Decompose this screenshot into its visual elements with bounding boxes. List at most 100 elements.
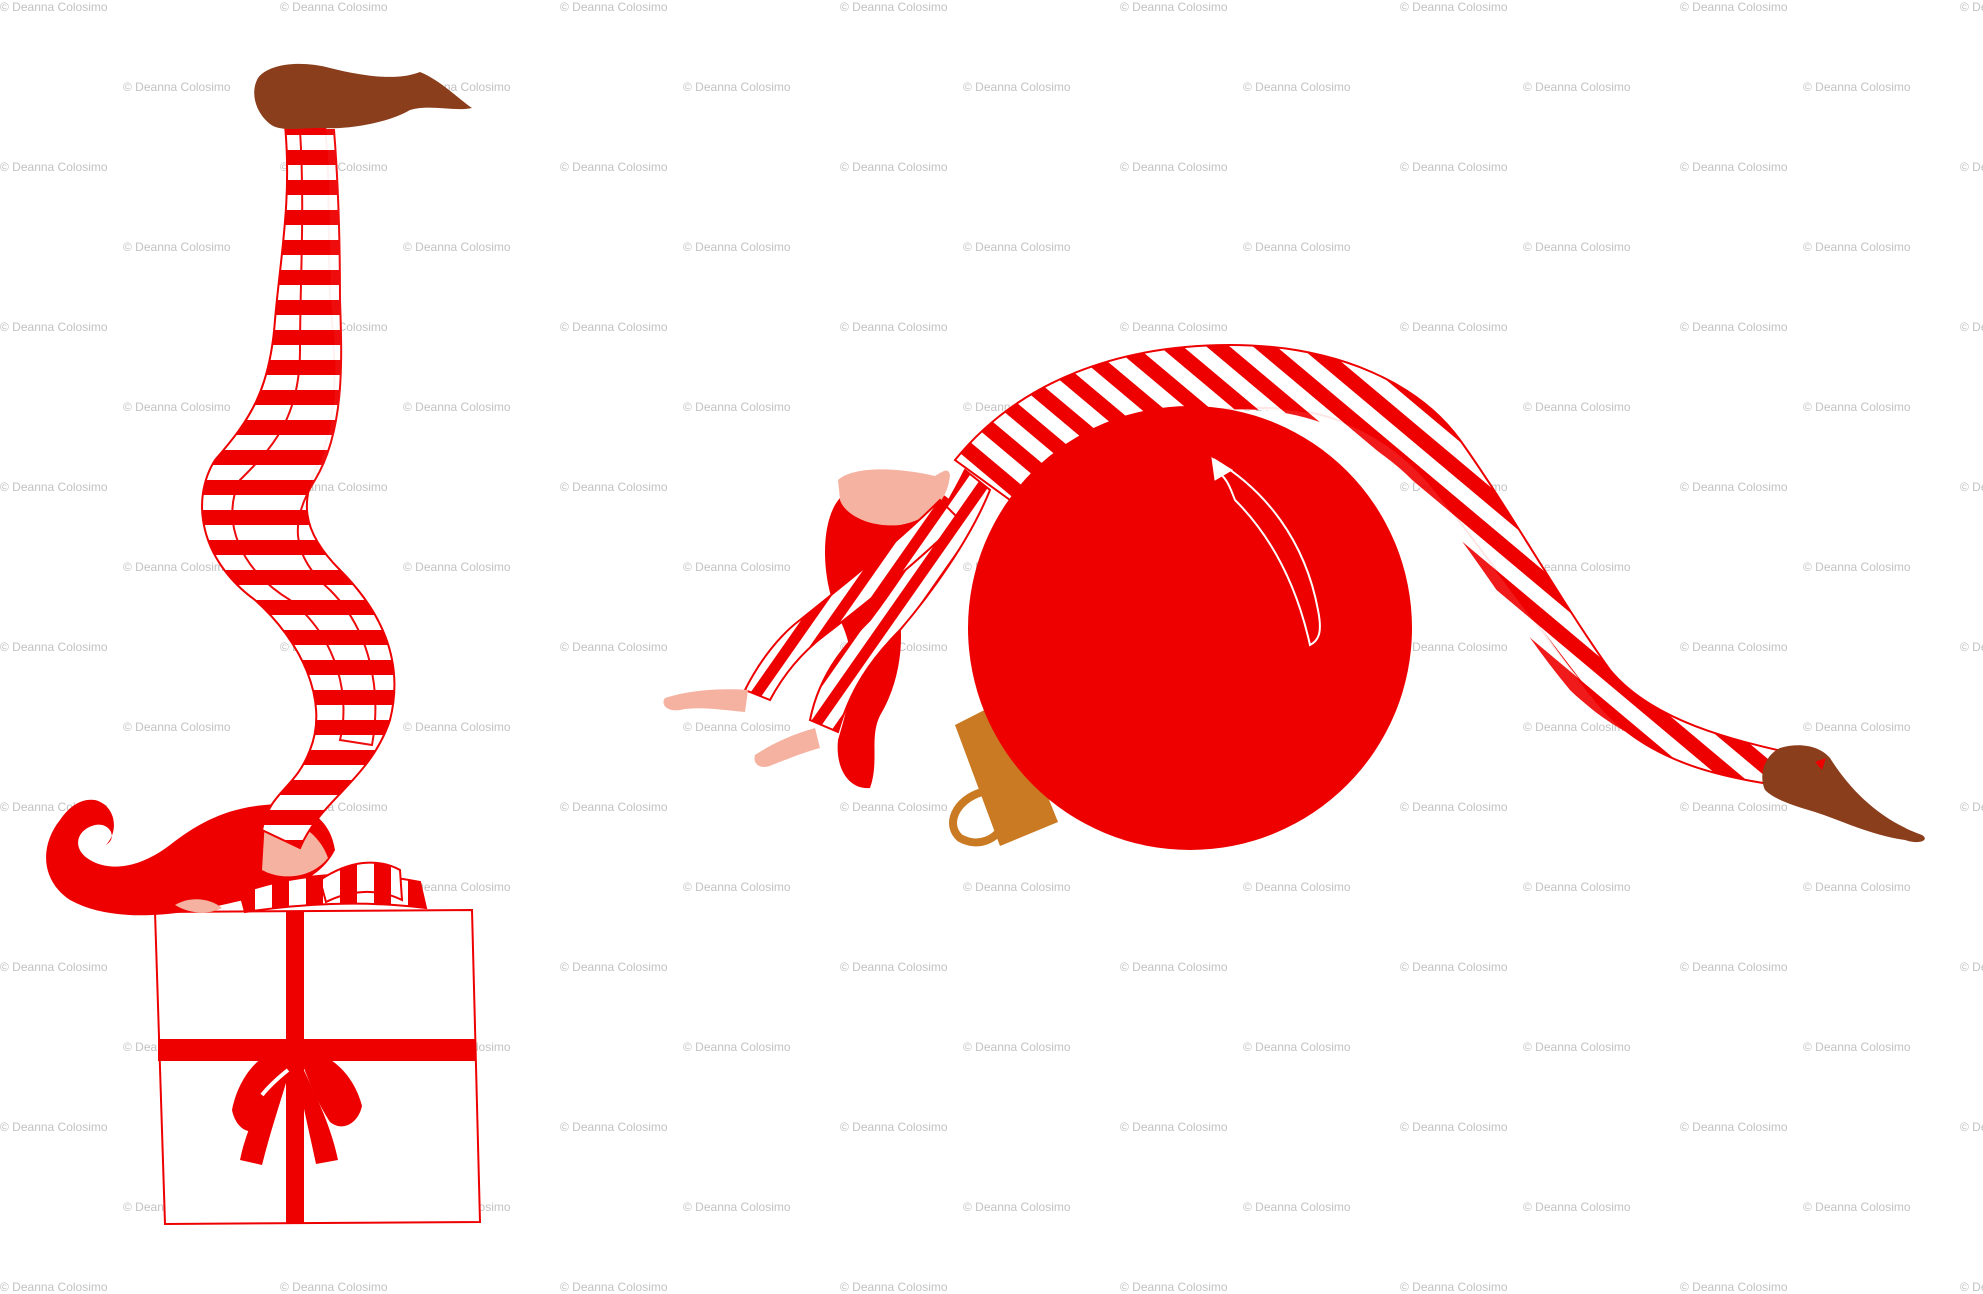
watermark-text: © Deanna Colosimo: [1680, 0, 1788, 14]
elf-hand: [754, 728, 820, 767]
gift-ribbon-vertical: [286, 912, 304, 1224]
watermark-text: © Deanna Colosimo: [1243, 240, 1351, 254]
watermark-text: © Deanna Colosimo: [280, 0, 388, 14]
watermark-text: © Deanna Colosimo: [560, 960, 668, 974]
watermark-text: © Deanna Colosimo: [840, 160, 948, 174]
watermark-text: © Deanna Colosimo: [560, 0, 668, 14]
watermark-text: © Deanna Colosimo: [403, 880, 511, 894]
watermark-text: © Deanna Colosimo: [963, 1200, 1071, 1214]
watermark-text: © Deanna Colosimo: [683, 400, 791, 414]
watermark-text: © Deanna Colosimo: [1803, 240, 1911, 254]
watermark-text: © Deanna Colosimo: [123, 400, 231, 414]
watermark-text: © Deanna Colosimo: [0, 160, 108, 174]
watermark-text: © Deanna Colosimo: [0, 320, 108, 334]
watermark-text: © Deanna Colosimo: [1400, 160, 1508, 174]
watermark-text: © Deanna Colosimo: [403, 560, 511, 574]
watermark-text: © Deanna Colosimo: [1120, 160, 1228, 174]
watermark-text: © Deanna Colosimo: [1243, 880, 1351, 894]
watermark-text: © Deanna Colosimo: [403, 720, 511, 734]
watermark-text: © Deanna Colosimo: [683, 880, 791, 894]
watermark-text: © Deanna Colosimo: [0, 0, 108, 14]
watermark-text: © Deanna Colosimo: [1400, 800, 1508, 814]
watermark-text: © Deanna Colosimo: [1803, 720, 1911, 734]
watermark-text: © Deanna Colosimo: [840, 0, 948, 14]
watermark-text: © Deanna Colosimo: [1400, 0, 1508, 14]
watermark-text: © Deanna Colosimo: [683, 1040, 791, 1054]
ornament-cap: [949, 698, 1058, 847]
watermark-text: © Deanna Colosimo: [123, 560, 231, 574]
watermark-text: © Deanna Colosimo: [1120, 960, 1228, 974]
watermark-text: © Deanna Colosimo: [1680, 320, 1788, 334]
watermark-text: © Deanna Colosimo: [963, 880, 1071, 894]
watermark-text: © Deanna Colosimo: [560, 160, 668, 174]
watermark-text: © Deanna Colosimo: [123, 240, 231, 254]
right-elf-on-ornament: [663, 343, 1925, 850]
elf-hand: [663, 689, 748, 712]
watermark-text: © Deanna Colosimo: [1523, 240, 1631, 254]
watermark-text: © Deanna Colosimo: [1243, 80, 1351, 94]
ornament-highlight: [1214, 458, 1321, 647]
watermark-text: © Deanna Colosimo: [1680, 800, 1788, 814]
watermark-text: © Deanna Colosimo: [1243, 1200, 1351, 1214]
watermark-text: © Deanna Colosimo: [1400, 320, 1508, 334]
watermark-text: © Deanna Colosimo: [560, 1120, 668, 1134]
watermark-text: © Deanna Colosimo: [1960, 800, 1983, 814]
elf-legs: [201, 124, 396, 850]
elf-arms: [238, 861, 428, 914]
watermark-text: © Deanna Colosimo: [683, 1200, 791, 1214]
watermark-text: © Deanna Colosimo: [0, 960, 108, 974]
watermark-text: © Deanna Colosimo: [1680, 1120, 1788, 1134]
watermark-text: © Deanna Colosimo: [840, 320, 948, 334]
watermark-text: © Deanna Colosimo: [1960, 1120, 1983, 1134]
watermark-text: © Deanna Colosimo: [560, 320, 668, 334]
watermark-text: © Deanna Colosimo: [1960, 160, 1983, 174]
watermark-text: © Deanna Colosimo: [1523, 1040, 1631, 1054]
left-elf-on-gift: [46, 63, 482, 1226]
watermark-text: © Deanna Colosimo: [1523, 880, 1631, 894]
watermark-text: © Deanna Colosimo: [1523, 1200, 1631, 1214]
watermark-text: © Deanna Colosimo: [0, 640, 108, 654]
watermark-text: © Deanna Colosimo: [1803, 1200, 1911, 1214]
watermark-text: © Deanna Colosimo: [1803, 80, 1911, 94]
elf-arms: [663, 468, 992, 767]
watermark-text: © Deanna Colosimo: [1680, 160, 1788, 174]
watermark-text: © Deanna Colosimo: [683, 560, 791, 574]
watermark-text: © Deanna Colosimo: [1803, 400, 1911, 414]
watermark-text: © Deanna Colosimo: [1523, 720, 1631, 734]
watermark-text: © Deanna Colosimo: [1400, 1120, 1508, 1134]
watermark-text: © Deanna Colosimo: [0, 480, 108, 494]
watermark-text: © Deanna Colosimo: [963, 1040, 1071, 1054]
watermark-text: © Deanna Colosimo: [1680, 960, 1788, 974]
watermark-text: © Deanna Colosimo: [1523, 560, 1631, 574]
watermark-text: © Deanna Colosimo: [403, 240, 511, 254]
watermark-text: © Deanna Colosimo: [840, 800, 948, 814]
watermark-text: © Deanna Colosimo: [1960, 640, 1983, 654]
watermark-text: © Deanna Colosimo: [683, 80, 791, 94]
watermark-text: © Deanna Colosimo: [1243, 1040, 1351, 1054]
watermark-text: © Deanna Colosimo: [560, 640, 668, 654]
elf-shoes: [1762, 745, 1925, 843]
watermark-text: © Deanna Colosimo: [840, 960, 948, 974]
watermark-text: © Deanna Colosimo: [840, 1120, 948, 1134]
watermark-text: © Deanna Colosimo: [123, 80, 231, 94]
watermark-text: © Deanna Colosimo: [1960, 960, 1983, 974]
watermark-text: © Deanna Colosimo: [1523, 80, 1631, 94]
christmas-ornament: [949, 406, 1412, 850]
elf-shoes: [254, 63, 472, 130]
watermark-text: © Deanna Colosimo: [1960, 320, 1983, 334]
watermark-text: © Deanna Colosimo: [403, 400, 511, 414]
watermark-text: © Deanna Colosimo: [1400, 640, 1508, 654]
watermark-text: © Deanna Colosimo: [560, 800, 668, 814]
watermark-text: © Deanna Colosimo: [1803, 1040, 1911, 1054]
watermark-text: © Deanna Colosimo: [1960, 0, 1983, 14]
watermark-text: © Deanna Colosimo: [963, 80, 1071, 94]
watermark-text: © Deanna Colosimo: [1960, 480, 1983, 494]
watermark-text: © Deanna Colosimo: [1523, 400, 1631, 414]
watermark-text: © Deanna Colosimo: [683, 240, 791, 254]
gift-box: [153, 908, 482, 1226]
watermark-text: © Deanna Colosimo: [963, 240, 1071, 254]
watermark-text: © Deanna Colosimo: [1120, 320, 1228, 334]
watermark-text: © Deanna Colosimo: [1803, 880, 1911, 894]
watermark-text: © Deanna Colosimo: [1120, 1120, 1228, 1134]
